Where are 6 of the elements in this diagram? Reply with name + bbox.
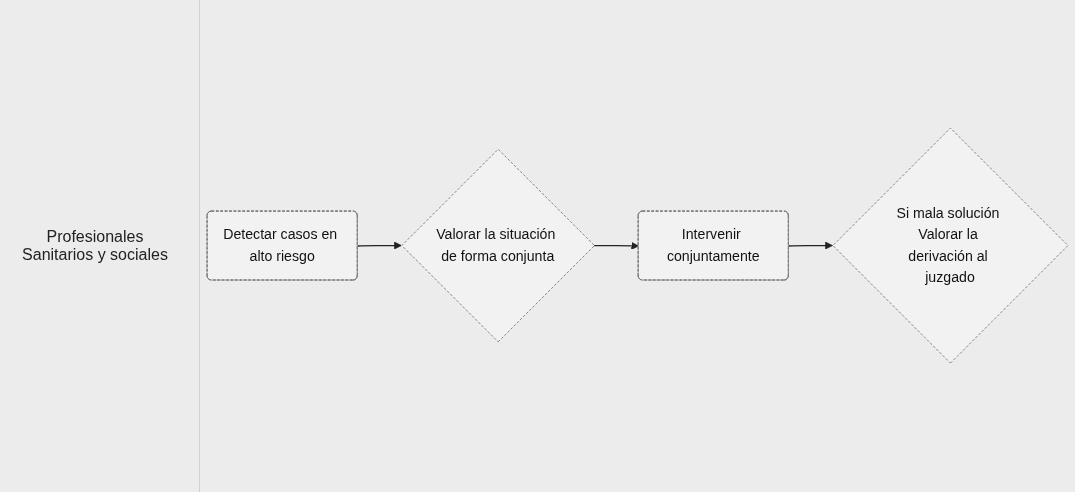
arrow — [788, 242, 833, 250]
arrow — [357, 242, 402, 250]
row-label: Profesionales Sanitarios y sociales — [21, 228, 169, 264]
node-diamond: Valorar la situación de forma conjunta — [401, 149, 595, 343]
arrow — [593, 242, 639, 251]
node-diamond: Si mala solución Valorar la derivación al juzgado — [832, 128, 1069, 364]
